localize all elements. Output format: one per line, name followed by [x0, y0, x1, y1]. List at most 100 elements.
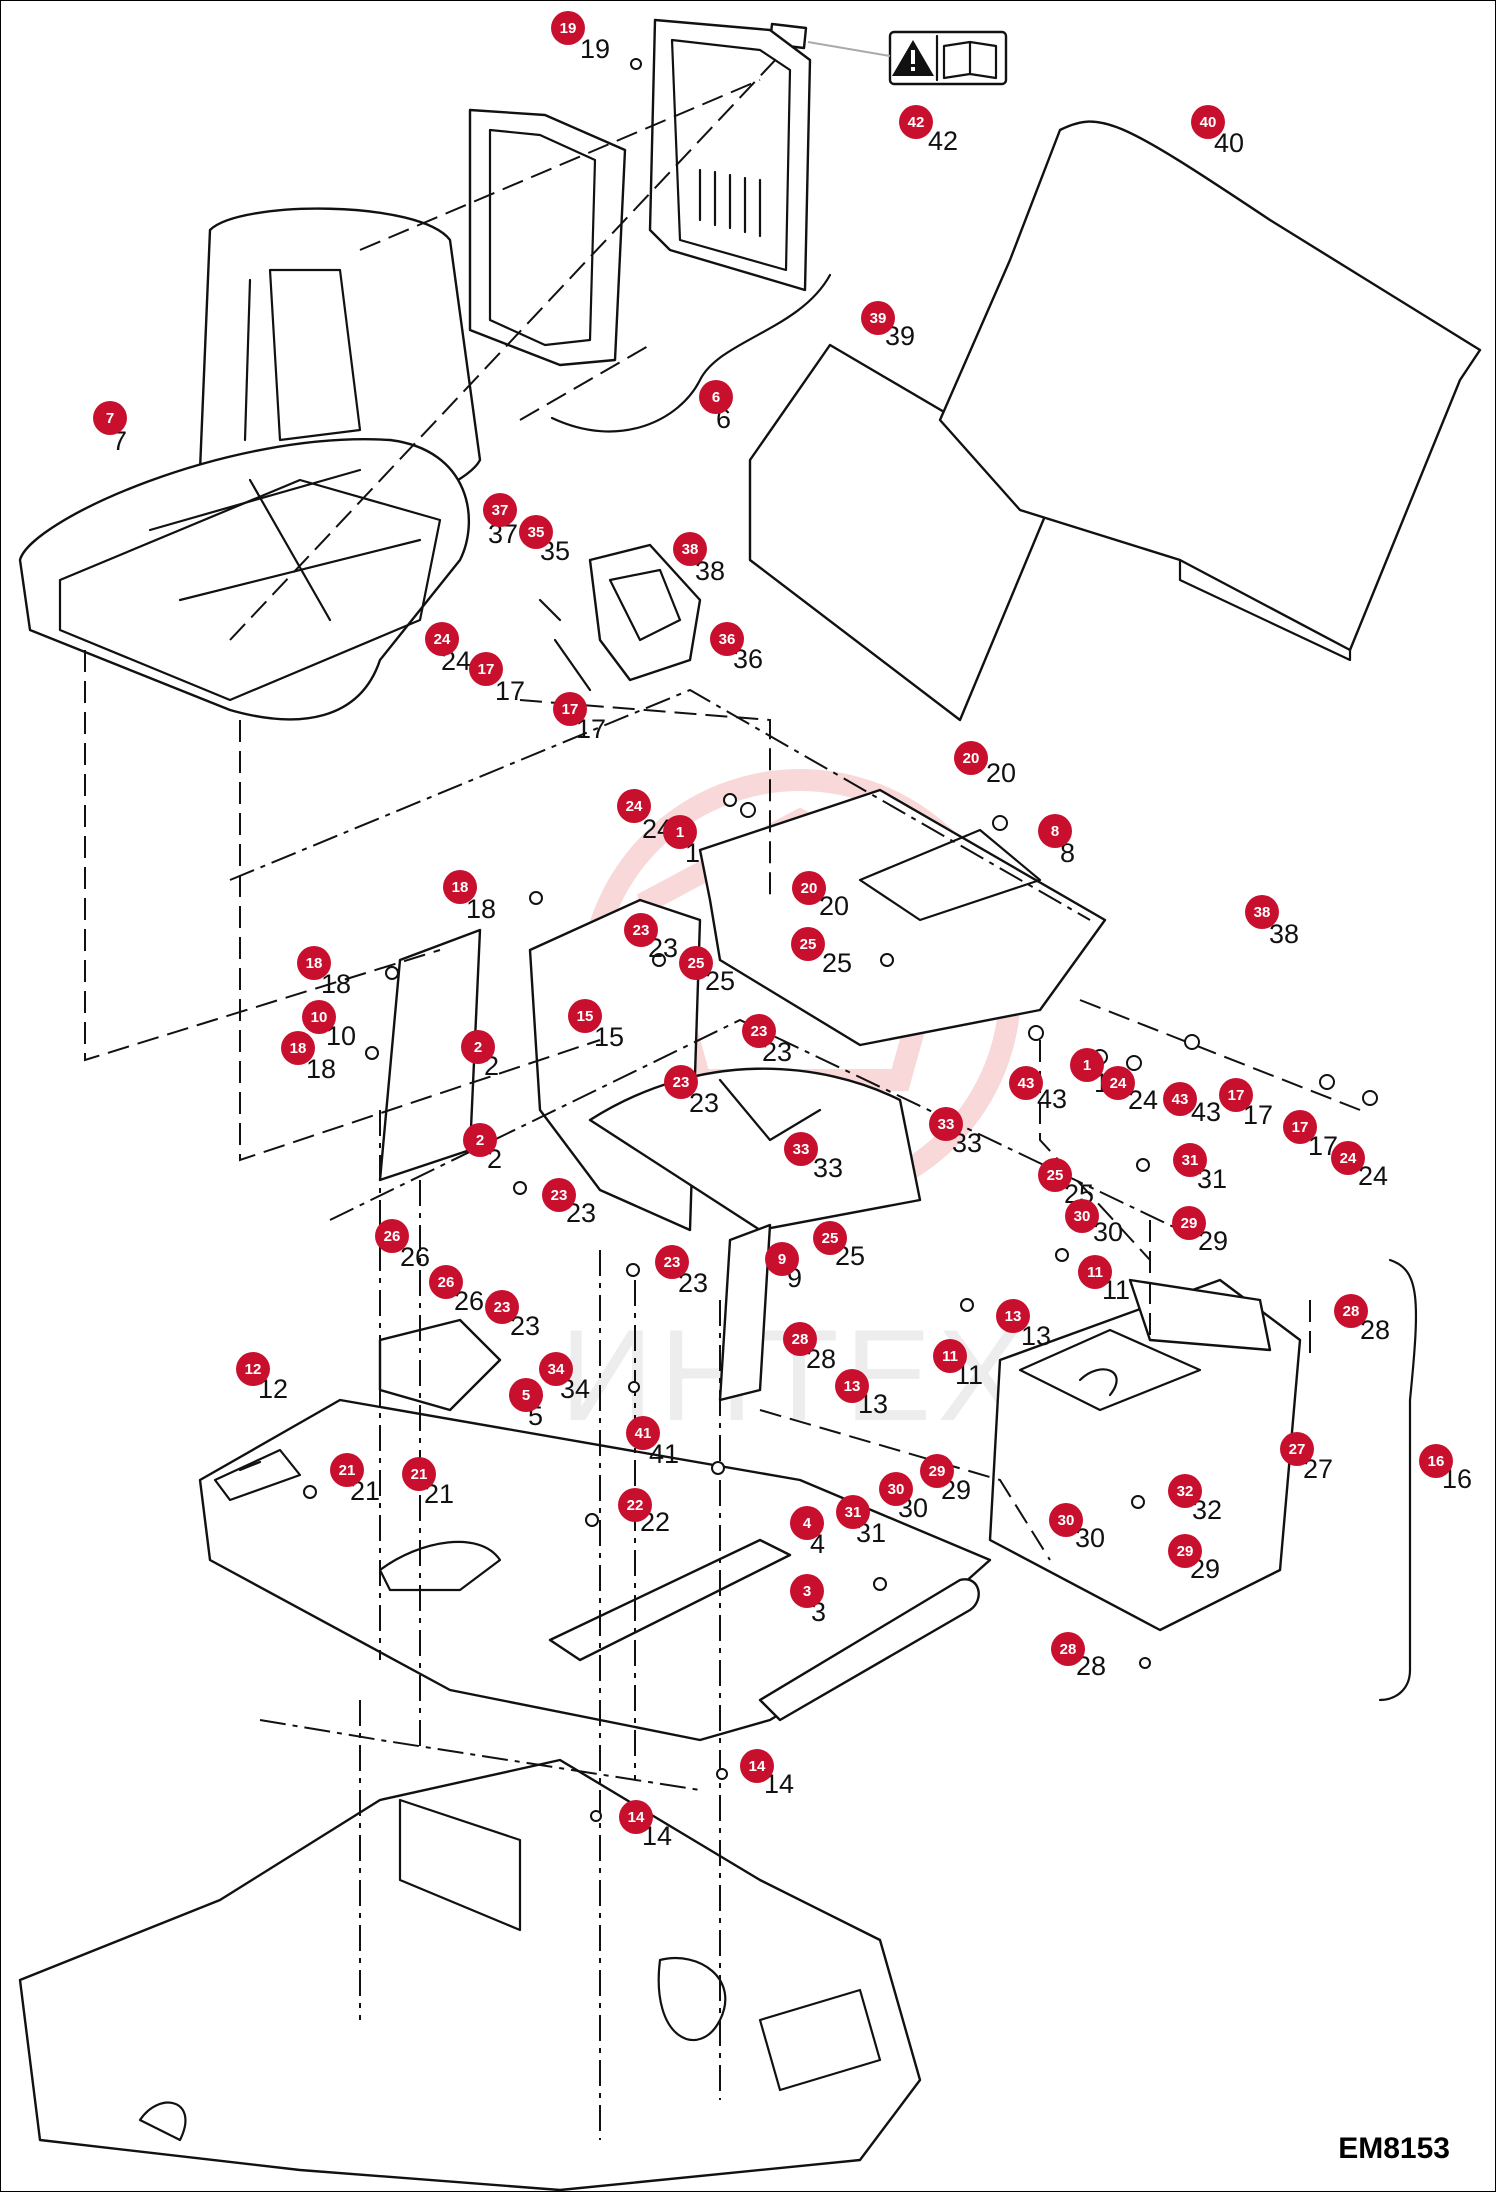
- callout-bubble: [443, 870, 477, 904]
- callout-bubble-number: 24: [434, 631, 451, 648]
- callout-bubble: [429, 1265, 463, 1299]
- callout-bubble-number: 21: [411, 1466, 428, 1483]
- callout-bubble: [1070, 1048, 1104, 1082]
- callout-bubble-number: 16: [1428, 1453, 1445, 1470]
- callout-bubble-number: 10: [311, 1009, 328, 1026]
- callout-bubble: [93, 401, 127, 435]
- part-number-label: 23: [689, 1088, 719, 1118]
- callout-bubble: [469, 652, 503, 686]
- callout-bubble-number: 17: [1228, 1087, 1245, 1104]
- callout-bubble: [619, 1800, 653, 1834]
- callout-bubble: [1173, 1143, 1207, 1177]
- callout-bubble: [673, 532, 707, 566]
- callout-bubble: [1038, 814, 1072, 848]
- callout-bubble-number: 26: [438, 1274, 455, 1291]
- callout-bubble: [679, 946, 713, 980]
- callout-bubble-number: 5: [522, 1387, 530, 1404]
- callout-bubble: [509, 1378, 543, 1412]
- callout-bubble-number: 25: [822, 1230, 839, 1247]
- manual-book-icon: [942, 40, 998, 80]
- part-number-label: 26: [400, 1242, 430, 1272]
- callout-bubble-number: 33: [793, 1141, 810, 1158]
- callout-bubble: [485, 1290, 519, 1324]
- callout-bubble: [402, 1457, 436, 1491]
- callout-bubble-number: 43: [1018, 1075, 1035, 1092]
- callout-bubble-number: 23: [673, 1074, 690, 1091]
- callout-bubble-number: 24: [1110, 1075, 1127, 1092]
- callout-bubble: [461, 1030, 495, 1064]
- callout-bubble: [236, 1352, 270, 1386]
- trim-strip-3: [758, 1578, 980, 1722]
- callout-bubble: [954, 741, 988, 775]
- callout-bubble: [784, 1132, 818, 1166]
- callout-bubble-number: 20: [801, 880, 818, 897]
- callout-8: 88: [1038, 814, 1075, 868]
- callout-bubble: [836, 1495, 870, 1529]
- callout-bubble: [996, 1299, 1030, 1333]
- part-number-label: 20: [986, 758, 1016, 788]
- callout-bubble: [791, 927, 825, 961]
- callout-bubble: [1009, 1066, 1043, 1100]
- part-number-label: 18: [306, 1054, 336, 1084]
- callout-bubble-number: 33: [938, 1116, 955, 1133]
- callout-bubble: [1219, 1078, 1253, 1112]
- callout-bubble: [551, 11, 585, 45]
- part-number-label: 43: [1037, 1084, 1067, 1114]
- callout-bubble: [1191, 105, 1225, 139]
- callout-bubble-number: 14: [749, 1758, 766, 1775]
- warning-decal: [768, 22, 1008, 86]
- machine-chassis: [18, 1758, 922, 2192]
- callout-bubble-number: 1: [676, 824, 684, 841]
- callout-bubble-number: 32: [1177, 1483, 1194, 1500]
- callout-bubble-number: 24: [1340, 1150, 1357, 1167]
- callout-bubble-number: 42: [908, 114, 925, 131]
- callout-5: 55: [509, 1378, 543, 1431]
- callout-bubble: [330, 1453, 364, 1487]
- callout-bubble: [1172, 1206, 1206, 1240]
- callout-bubble: [861, 301, 895, 335]
- backrest-cushion: [648, 18, 812, 292]
- callout-bubble: [539, 1352, 573, 1386]
- callout-2b: 22: [463, 1123, 502, 1174]
- callout-bubble-number: 18: [290, 1040, 307, 1057]
- assembly-guide-lines: [84, 54, 1361, 2140]
- callout-bubble-number: 19: [560, 20, 577, 37]
- callout-bubble: [1078, 1255, 1112, 1289]
- callout-bubble: [790, 1574, 824, 1608]
- callout-layer: 1919424240403939667737373535383824241717…: [93, 11, 1472, 1851]
- callout-bubble-number: 14: [628, 1809, 645, 1826]
- callout-bubble: [740, 1749, 774, 1783]
- callout-bubble: [920, 1454, 954, 1488]
- callout-bubble: [302, 1000, 336, 1034]
- callout-bubble-number: 25: [688, 955, 705, 972]
- callout-bubble-number: 23: [494, 1299, 511, 1316]
- part-number-label: 30: [1093, 1217, 1123, 1247]
- callout-bubble-number: 13: [1005, 1308, 1022, 1325]
- callout-bubble-number: 11: [1087, 1264, 1103, 1281]
- callout-bubble-number: 6: [712, 389, 720, 406]
- callout-bubble: [792, 871, 826, 905]
- callout-bubble: [765, 1242, 799, 1276]
- callout-7: 77: [93, 401, 127, 456]
